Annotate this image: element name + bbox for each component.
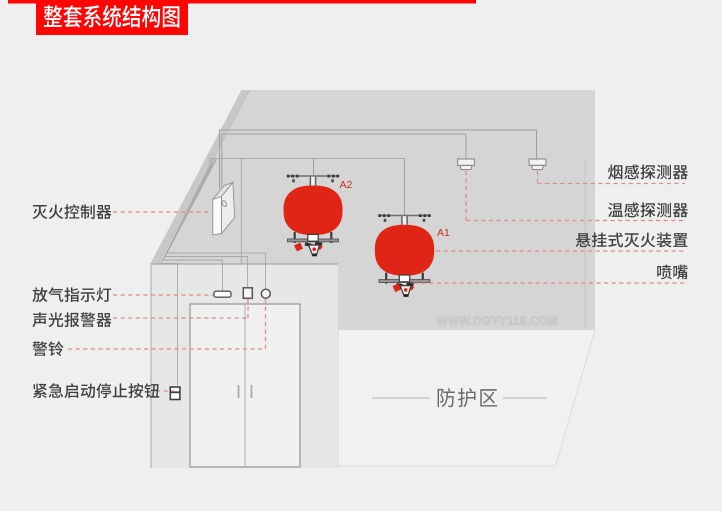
svg-text:A2: A2	[340, 179, 353, 191]
svg-text:A1: A1	[437, 227, 450, 239]
svg-text:WWW.DGYY119.COM: WWW.DGYY119.COM	[437, 316, 558, 328]
